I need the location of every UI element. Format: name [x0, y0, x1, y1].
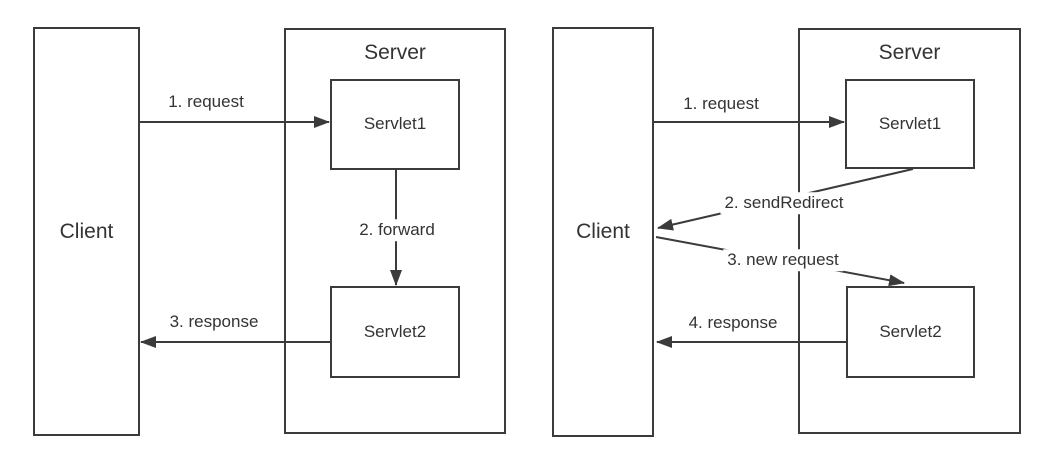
right-newrequest-label: 3. new request	[723, 249, 843, 271]
left-server-label: Server	[364, 41, 426, 64]
right-servlet2-label: Servlet2	[879, 321, 942, 341]
right-server-label: Server	[878, 41, 941, 64]
right-sendredirect-label: 2. sendRedirect	[720, 192, 848, 214]
right-request-label: 1. request	[679, 93, 763, 115]
left-server-box: Server	[284, 28, 506, 434]
left-client-box: Client	[33, 27, 140, 436]
left-request-label: 1. request	[164, 91, 248, 113]
right-servlet1-label: Servlet1	[878, 113, 942, 133]
left-servlet1-box: Servlet1	[330, 79, 460, 170]
right-servlet1-box: Servlet1	[845, 79, 975, 169]
left-forward-label: 2. forward	[355, 219, 439, 241]
right-client-box: Client	[552, 27, 654, 437]
right-response-label: 4. response	[684, 312, 782, 334]
right-servlet2-box: Servlet2	[846, 286, 975, 378]
left-servlet2-box: Servlet2	[330, 286, 460, 378]
left-servlet2-label: Servlet2	[363, 321, 427, 341]
right-server-box: Server	[798, 28, 1021, 434]
left-client-label: Client	[59, 219, 114, 243]
left-servlet1-label: Servlet1	[363, 114, 427, 134]
right-client-label: Client	[576, 220, 630, 244]
left-response-label: 3. response	[165, 311, 263, 333]
